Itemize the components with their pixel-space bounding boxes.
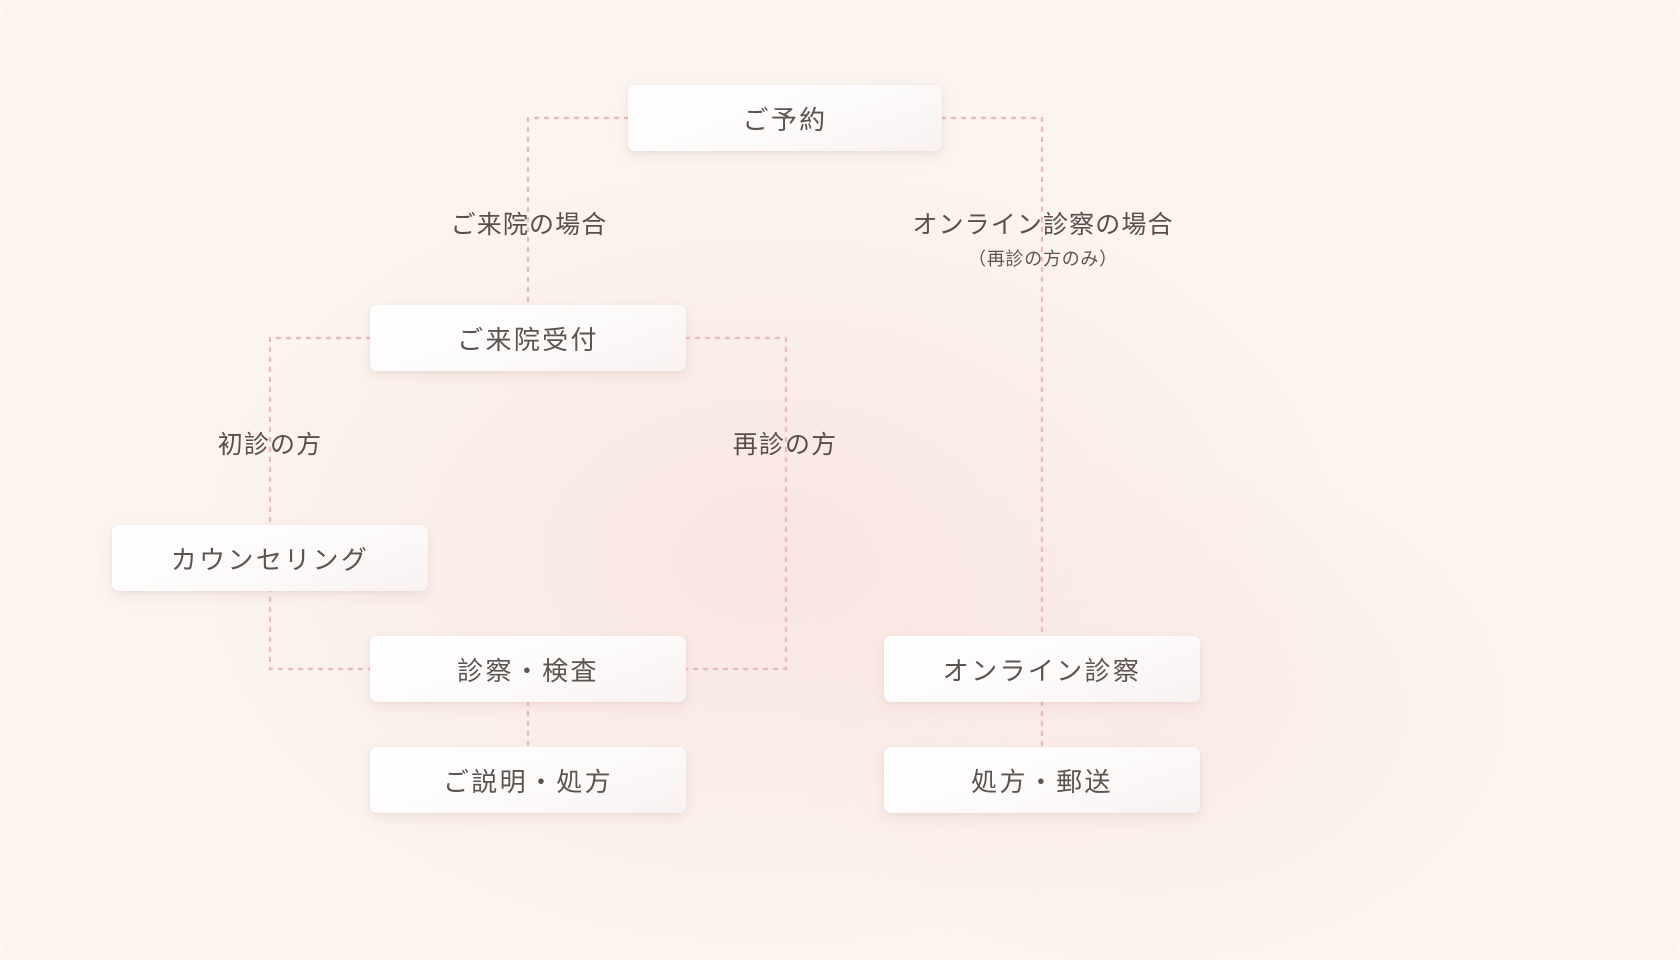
edge-label-visit-branch: ご来院の場合: [384, 210, 674, 241]
node-online-exam-label: オンライン診察: [942, 656, 1142, 686]
edge-label-repeat-visit-text: 再診の方: [732, 432, 838, 459]
node-exam[interactable]: 診察・検査: [370, 636, 686, 702]
node-mail-delivery[interactable]: 処方・郵送: [884, 747, 1200, 813]
edge-label-visit-branch-text: ご来院の場合: [450, 212, 608, 239]
node-explanation-label: ご説明・処方: [442, 767, 614, 797]
edge-label-first-visit-text: 初診の方: [217, 432, 323, 459]
edge-reservation-to-online: [940, 116, 1044, 638]
edge-reception-to-exam: [684, 336, 788, 671]
edge-label-first-visit: 初診の方: [125, 430, 415, 461]
node-reception[interactable]: ご来院受付: [370, 305, 686, 371]
node-reception-label: ご来院受付: [457, 325, 599, 355]
edge-label-online-branch: オンライン診察の場合 （再診の方のみ）: [898, 210, 1188, 271]
edge-label-online-branch-note: （再診の方のみ）: [968, 249, 1118, 270]
node-online-exam[interactable]: オンライン診察: [884, 636, 1200, 702]
node-counseling[interactable]: カウンセリング: [112, 525, 428, 591]
node-mail-delivery-label: 処方・郵送: [971, 767, 1113, 797]
node-reservation-label: ご予約: [742, 105, 828, 135]
node-counseling-label: カウンセリング: [170, 545, 370, 575]
node-explanation[interactable]: ご説明・処方: [370, 747, 686, 813]
node-reservation[interactable]: ご予約: [628, 85, 942, 151]
edge-label-online-branch-text: オンライン診察の場合: [912, 212, 1174, 239]
node-exam-label: 診察・検査: [457, 656, 599, 686]
edge-label-repeat-visit: 再診の方: [640, 430, 930, 461]
